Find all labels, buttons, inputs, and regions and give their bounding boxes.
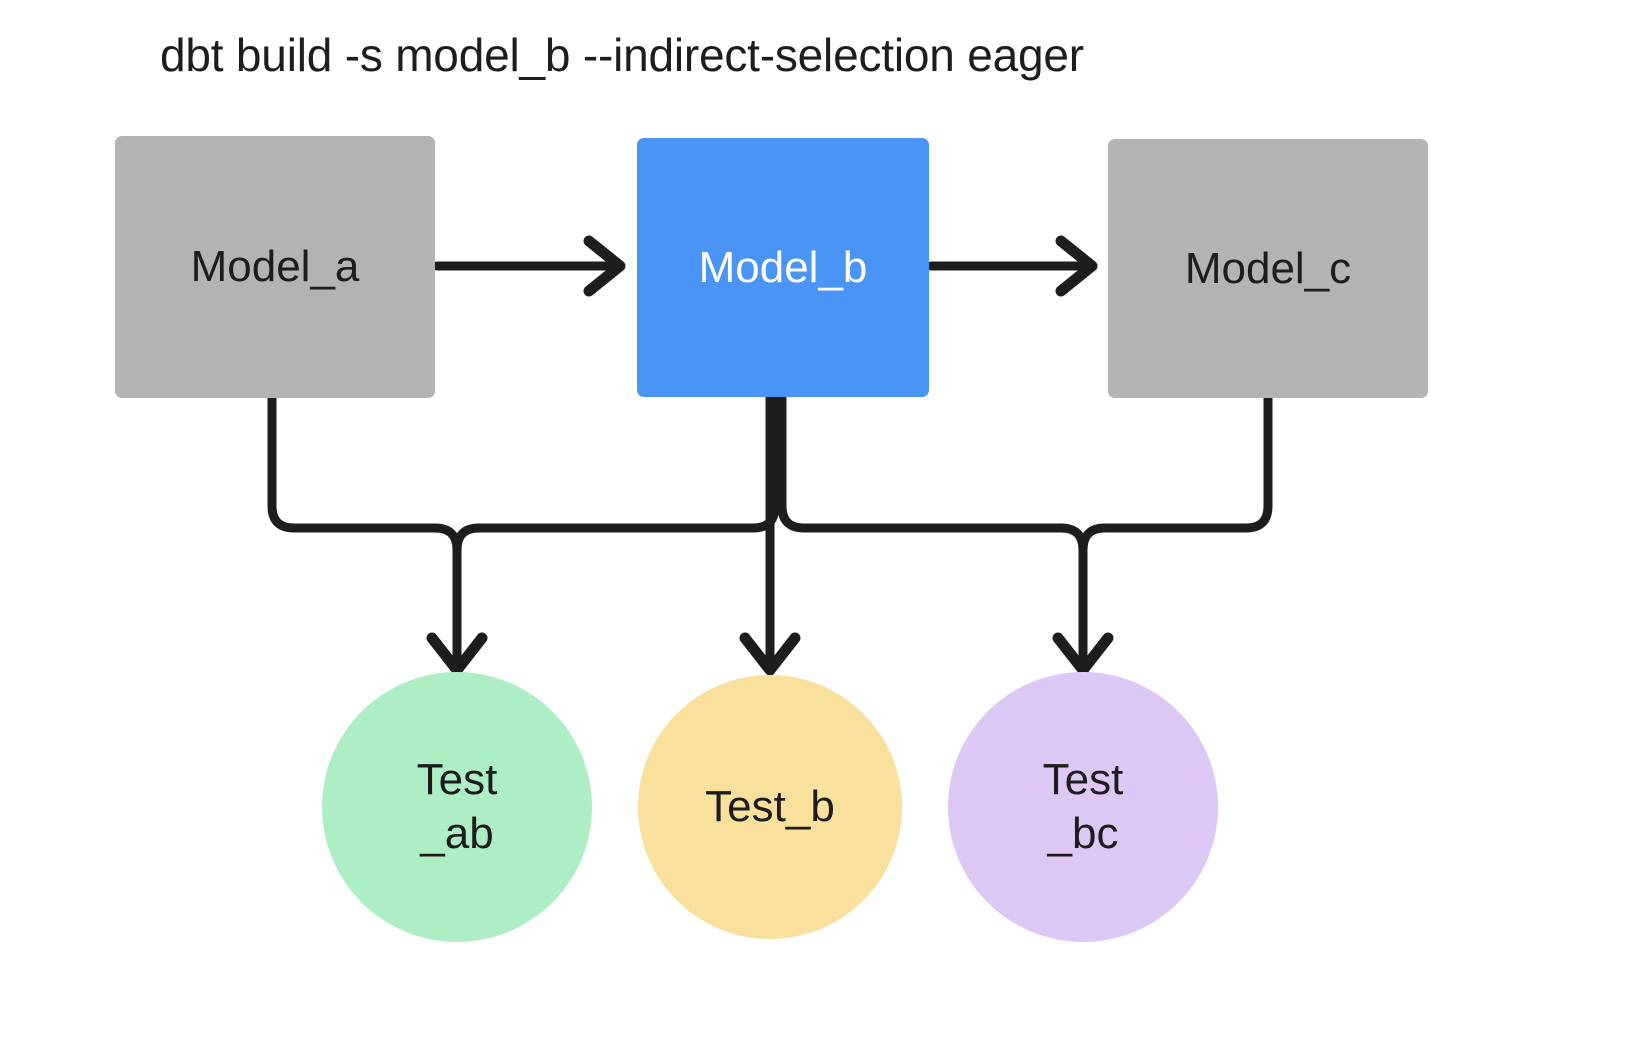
edge-model-b-to-test-bc [777, 393, 1088, 673]
edge-model-b-to-model-c [926, 235, 1098, 297]
arrowhead-test-b [739, 632, 801, 676]
node-model-a[interactable]: Model_a [115, 136, 435, 398]
edge-model-b-to-test-ab [452, 393, 780, 673]
diagram-title: dbt build -s model_b --indirect-selectio… [160, 29, 1084, 81]
node-test-bc-label-line-2: _bc [1047, 809, 1119, 858]
node-test-ab-label-line-2: _ab [420, 809, 494, 858]
node-model-b-label: Model_b [698, 242, 868, 292]
node-test-b-label-line-1: Test_b [705, 782, 835, 832]
edge-model-a-to-test-ab [267, 393, 462, 673]
arrowhead-test-ab [426, 632, 488, 676]
edge-model-a-to-model-b [432, 235, 626, 297]
node-test-bc-label-line-1: Test [1042, 755, 1124, 805]
node-test-ab[interactable]: Test _ab [322, 672, 592, 942]
edge-model-c-to-test-bc [1078, 393, 1273, 673]
node-model-a-label: Model_a [190, 242, 360, 291]
node-test-bc[interactable]: Test _bc [948, 672, 1218, 942]
node-model-b[interactable]: Model_b [637, 138, 929, 397]
node-test-b[interactable]: Test_b [638, 675, 902, 939]
node-test-ab-label-line-1: Test [416, 755, 498, 805]
node-model-c-label: Model_c [1184, 243, 1352, 293]
arrowhead-test-bc [1052, 632, 1114, 676]
node-model-c[interactable]: Model_c [1108, 139, 1428, 398]
